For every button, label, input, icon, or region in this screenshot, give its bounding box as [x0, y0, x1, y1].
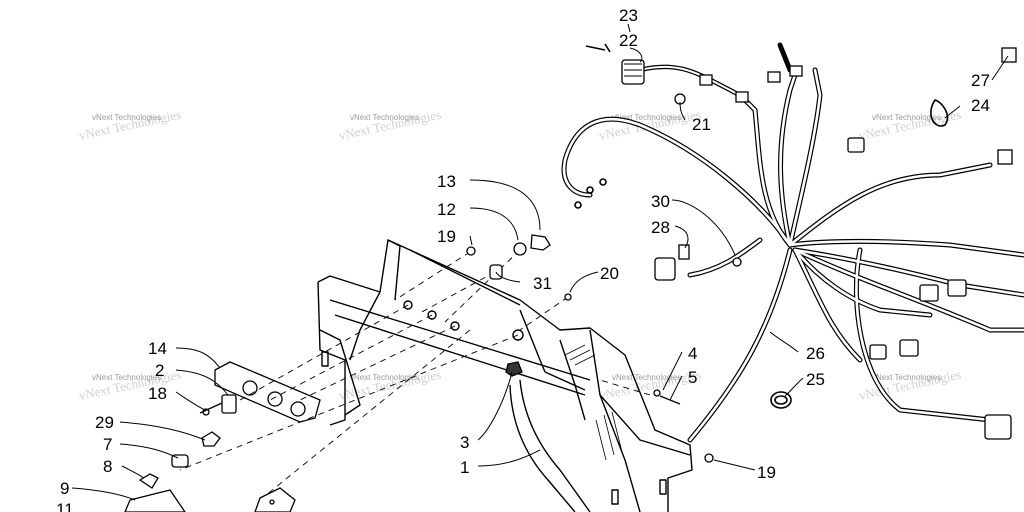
callout-3: 3 [460, 433, 469, 452]
callout-7: 7 [103, 435, 112, 454]
callout-26: 26 [806, 344, 825, 363]
callout-31: 31 [533, 274, 552, 293]
callout-13: 13 [437, 172, 456, 191]
callout-27: 27 [971, 71, 990, 90]
watermark: vNext Technologies [872, 113, 941, 122]
callout-28: 28 [651, 218, 670, 237]
callout-2: 2 [155, 361, 164, 380]
callout-19-top: 19 [437, 227, 456, 246]
callout-12: 12 [437, 200, 456, 219]
callout-30: 30 [651, 192, 670, 211]
callout-8: 8 [103, 457, 112, 476]
callout-23: 23 [619, 6, 638, 25]
callout-18: 18 [148, 384, 167, 403]
switch-panel [199, 361, 321, 423]
callout-24: 24 [971, 96, 990, 115]
callout-22: 22 [619, 31, 638, 50]
callout-21: 21 [692, 115, 711, 134]
callout-19-bottom: 19 [757, 463, 776, 482]
callout-29: 29 [95, 413, 114, 432]
watermark: vNext Technologies [612, 373, 681, 382]
callout-labels: 23 22 21 27 24 30 28 13 12 19 31 20 14 2… [56, 6, 990, 512]
steering-support-frame [317, 239, 693, 512]
callout-14: 14 [148, 339, 167, 358]
watermark: vNext Technologies [92, 113, 161, 122]
watermark: vNext Technologies [350, 113, 419, 122]
callout-1: 1 [460, 458, 469, 477]
fasteners [466, 93, 714, 463]
watermark: vNext Technologies [92, 373, 161, 382]
wiring-harness-inner [562, 68, 1024, 442]
harness-clamps [574, 99, 949, 409]
callout-5: 5 [688, 368, 697, 387]
panel-small-parts [124, 431, 296, 512]
assembly-lines [179, 249, 651, 501]
callout-4: 4 [688, 344, 697, 363]
callout-20: 20 [600, 264, 619, 283]
watermark: vNext Technologies [872, 373, 941, 382]
callout-11: 11 [56, 500, 74, 512]
watermark: vNext Technologies [350, 373, 419, 382]
watermark: vNext Technologies [612, 113, 681, 122]
connectors [654, 47, 1017, 440]
leader-lines [71, 23, 1009, 501]
callout-25: 25 [806, 370, 825, 389]
upper-harness [585, 43, 803, 103]
callout-9: 9 [60, 479, 69, 498]
